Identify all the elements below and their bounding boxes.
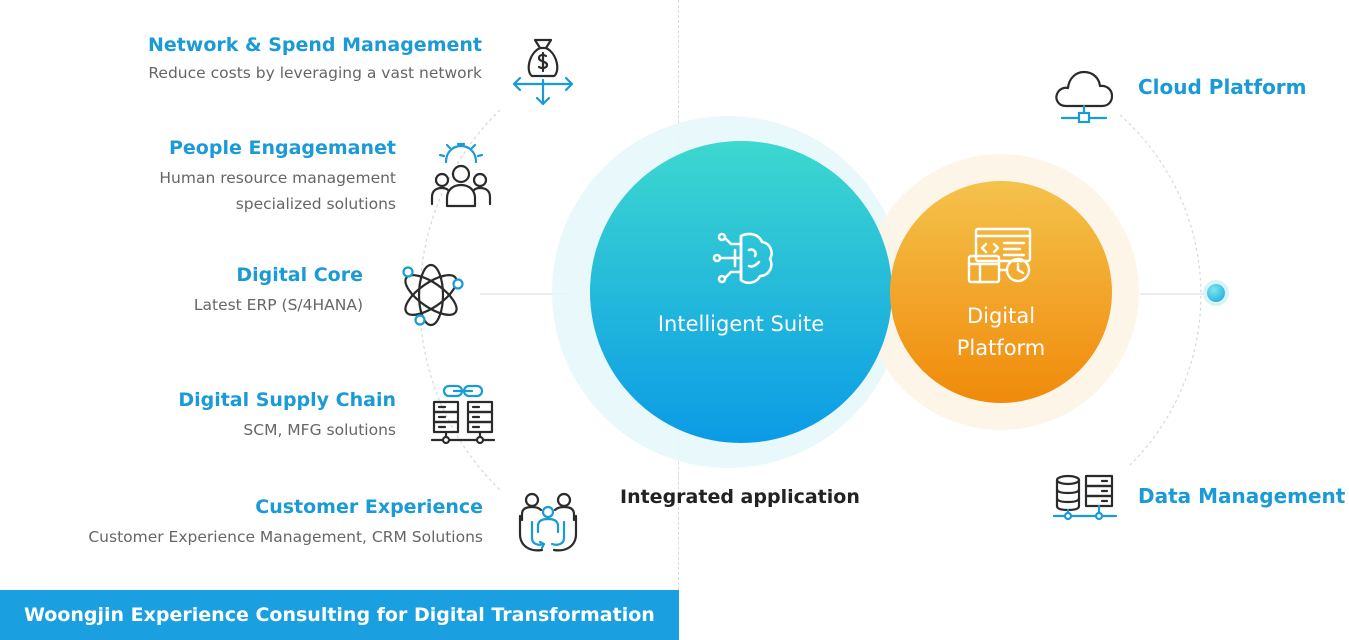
item-desc-line1: Human resource management — [159, 169, 396, 187]
intelligent-suite-circle — [590, 141, 892, 443]
item-desc: SCM, MFG solutions — [243, 421, 396, 439]
people-gear-icon — [430, 142, 492, 208]
item-desc: Customer Experience Management, CRM Solu… — [88, 528, 483, 546]
brain-circuit-icon — [712, 232, 773, 285]
item-desc-line2: specialized solutions — [235, 195, 396, 213]
item-title: Digital Supply Chain — [178, 389, 396, 411]
server-chain-icon — [430, 384, 496, 445]
item-title: Network & Spend Management — [147, 34, 482, 56]
item-digital-core: Digital Core Latest ERP (S/4HANA) — [194, 264, 363, 318]
database-server-icon — [1052, 474, 1118, 521]
banner: Woongjin Experience Consulting for Digit… — [0, 590, 679, 640]
item-network-spend: Network & Spend Management Reduce costs … — [148, 34, 482, 86]
digital-platform-circle — [890, 181, 1112, 403]
item-title: People Engagemanet — [168, 137, 396, 159]
customer-cycle-icon — [518, 492, 578, 552]
connector-dot — [1203, 280, 1229, 306]
item-title: Customer Experience — [255, 496, 483, 518]
atom-icon — [402, 263, 464, 327]
item-people-engagement: People Engagemanet Human resource manage… — [159, 137, 396, 217]
intelligent-suite-label: Intelligent Suite — [657, 312, 825, 336]
code-window-clock-icon — [967, 227, 1032, 284]
digital-platform-label: Digital Platform — [891, 300, 1111, 364]
cloud-platform-label: Cloud Platform — [1138, 75, 1307, 99]
data-management-label: Data Management — [1138, 484, 1346, 508]
digital-platform-line2: Platform — [956, 336, 1046, 360]
digital-platform-line1: Digital — [966, 304, 1036, 328]
item-customer-experience: Customer Experience Customer Experience … — [88, 496, 483, 550]
item-digital-supply-chain: Digital Supply Chain SCM, MFG solutions — [178, 389, 396, 443]
integrated-application-label: Integrated application — [620, 486, 860, 508]
money-bag-arrows-icon — [512, 38, 574, 106]
item-desc: Latest ERP (S/4HANA) — [193, 296, 363, 314]
item-title: Digital Core — [236, 264, 363, 286]
cloud-network-icon — [1055, 70, 1114, 124]
item-desc: Reduce costs by leveraging a vast networ… — [148, 64, 482, 82]
